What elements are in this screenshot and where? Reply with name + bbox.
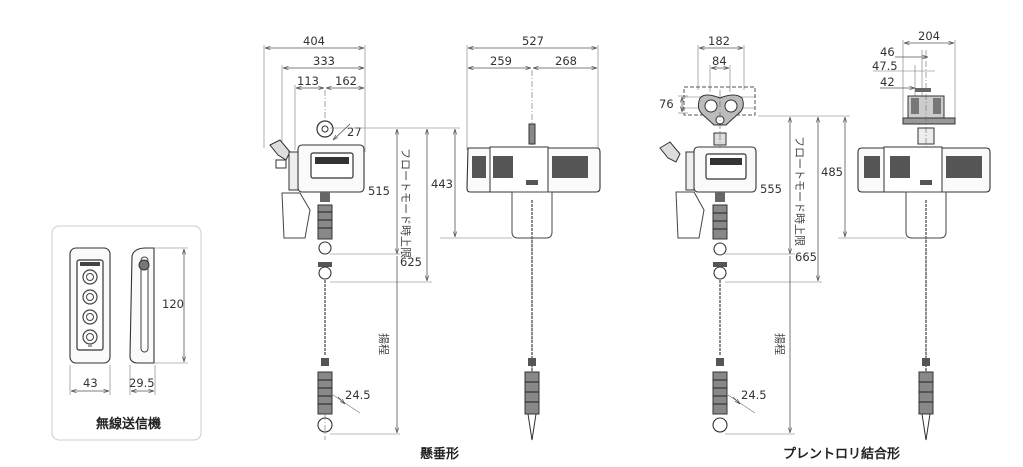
- float-mode-upper-limit-label-trolley: フロートモード時上限: [793, 136, 806, 246]
- dim-259: 259: [490, 54, 512, 68]
- dim-527: 527: [522, 34, 544, 48]
- float-mode-upper-limit-label: フロートモード時上限: [399, 148, 412, 258]
- dim-47-5: 47.5: [872, 59, 898, 73]
- suspended-type-caption: 懸垂形: [420, 446, 459, 462]
- suspended-side-view: 404 333 113 162 27: [263, 34, 460, 440]
- remote-height-label: 120: [162, 297, 184, 311]
- dim-665: 665: [795, 250, 817, 264]
- dim-555: 555: [760, 182, 782, 196]
- remote-button-icon: [82, 329, 98, 345]
- dim-46: 46: [880, 45, 895, 59]
- dim-204: 204: [918, 29, 940, 43]
- dim-24-5: 24.5: [345, 388, 371, 402]
- remote-dimensions: 120 43 29.5: [69, 247, 188, 395]
- dim-443: 443: [431, 177, 453, 191]
- remote-panel-caption: 無線送信機: [96, 416, 161, 432]
- remote-button-icon: [82, 309, 98, 325]
- dim-27: 27: [347, 125, 362, 139]
- remote-depth-label: 29.5: [129, 376, 155, 390]
- dim-76: 76: [659, 97, 674, 111]
- trolley-type-caption: プレントロリ結合形: [783, 446, 900, 462]
- remote-buttons: [82, 269, 98, 345]
- dim-24-5-trolley: 24.5: [741, 388, 767, 402]
- remote-panel: 120 43 29.5 無線送信機: [51, 225, 202, 441]
- remote-button-icon: [82, 289, 98, 305]
- suspended-front-view: 527 259 268: [440, 34, 601, 441]
- dim-84: 84: [712, 54, 727, 68]
- trolley-front-view: 204 46 47.5 42: [821, 29, 991, 441]
- dim-42: 42: [880, 75, 895, 89]
- remote-side-view: [129, 247, 155, 364]
- trolley-side-view: 182 84 76: [659, 34, 850, 435]
- remote-button-icon: [82, 269, 98, 285]
- remote-front-view: [69, 247, 111, 364]
- top-hook-icon: [316, 120, 334, 138]
- dim-625: 625: [400, 255, 422, 269]
- lift-label-trolley: 揚程: [773, 333, 786, 355]
- lift-label: 揚程: [377, 333, 390, 355]
- dim-162: 162: [335, 74, 357, 88]
- dim-182: 182: [708, 34, 730, 48]
- dim-268: 268: [555, 54, 577, 68]
- dim-485: 485: [821, 165, 843, 179]
- dim-515: 515: [368, 184, 390, 198]
- remote-width-label: 43: [83, 376, 98, 390]
- dim-333: 333: [313, 54, 335, 68]
- dim-113: 113: [297, 74, 319, 88]
- dim-404: 404: [303, 34, 325, 48]
